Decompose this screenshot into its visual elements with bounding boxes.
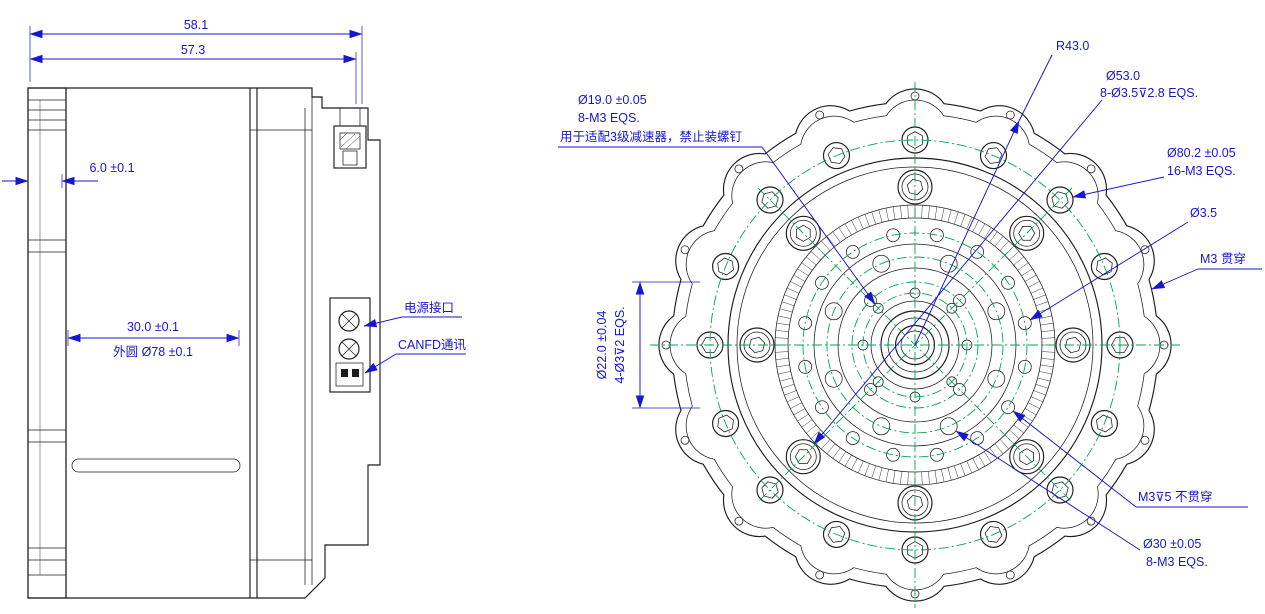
side-view	[27, 87, 381, 599]
label-power-connector: 电源接口	[404, 300, 454, 315]
dim-bc53-dia: Ø53.0	[1106, 69, 1140, 83]
bc30-leader	[955, 430, 1141, 551]
top-plug-section	[339, 132, 361, 150]
body-joints	[65, 88, 258, 598]
bc53-leader	[813, 99, 1103, 445]
ribbed-column	[27, 87, 67, 599]
bc80-leader	[1072, 176, 1165, 199]
side-outline	[27, 87, 381, 599]
flange-lines	[250, 97, 313, 585]
d35-leader	[1029, 221, 1189, 321]
note-m3-through: M3 贯穿	[1200, 251, 1246, 266]
dim-bc30-holes: 8-M3 EQS.	[1146, 555, 1208, 569]
power-pin-1-cross	[341, 313, 357, 329]
side-view-dimensions: 58.1 57.3 6.0 ±0.1 30.0 ±0.1 外圆 Ø78 ±0.1…	[2, 18, 467, 374]
connector-panel	[329, 297, 371, 393]
dim-bc53-holes: 8-Ø3.5⊽2.8 EQS.	[1100, 86, 1198, 100]
canfd-connector	[335, 362, 364, 387]
dim-bc22-holes: 4-Ø3⊽2 EQS.	[613, 306, 627, 383]
canfd-pin-1	[341, 369, 348, 377]
rib-grooves	[28, 99, 66, 576]
power-pin-2-cross	[341, 341, 357, 357]
plug-boss	[339, 108, 361, 126]
dim-30-0: 30.0 ±0.1	[127, 320, 179, 334]
dim-bc19-holes: 8-M3 EQS.	[578, 111, 640, 125]
vent-slot	[71, 458, 241, 473]
dim-6-0: 6.0 ±0.1	[89, 161, 134, 175]
dim-bc80-dia: Ø80.2 ±0.05	[1167, 146, 1236, 160]
hatch-lines	[339, 132, 361, 150]
dim-outer-circle: 外圆 Ø78 ±0.1	[113, 345, 193, 359]
dim-bc19-dia: Ø19.0 ±0.05	[578, 93, 647, 107]
dim-bc30-dia: Ø30 ±0.05	[1143, 537, 1201, 551]
dim-bc80-holes: 16-M3 EQS.	[1167, 164, 1236, 178]
note-bc19: 用于适配3级减速器，禁止装螺钉	[560, 130, 742, 144]
power-leader	[363, 316, 403, 328]
note-m3-blind: M3⊽5 不贯穿	[1138, 489, 1212, 504]
dim-58-1: 58.1	[184, 18, 208, 32]
power-pin-1	[338, 310, 360, 332]
dim-hole-3-5: Ø3.5	[1190, 206, 1217, 220]
dim-57-3: 57.3	[181, 43, 205, 57]
top-plug-inner	[342, 150, 358, 166]
bc19-leader	[761, 146, 876, 305]
m3-blind-leader	[1012, 410, 1137, 508]
label-canfd: CANFD通讯	[398, 338, 467, 352]
canfd-pin-2	[352, 369, 359, 377]
power-pin-2	[338, 338, 360, 360]
r43-leader	[1018, 54, 1053, 122]
dim-r43: R43.0	[1056, 39, 1089, 53]
canfd-leader	[364, 353, 397, 374]
top-plug	[333, 125, 367, 169]
r43-radius-line	[914, 120, 1020, 346]
front-view-dimensions: R43.0 Ø53.0 8-Ø3.5⊽2.8 EQS. Ø19.0 ±0.05 …	[558, 39, 1262, 569]
m3-through-leader	[1151, 268, 1199, 290]
dim-bc22-dia: Ø22.0 ±0.04	[595, 311, 609, 380]
